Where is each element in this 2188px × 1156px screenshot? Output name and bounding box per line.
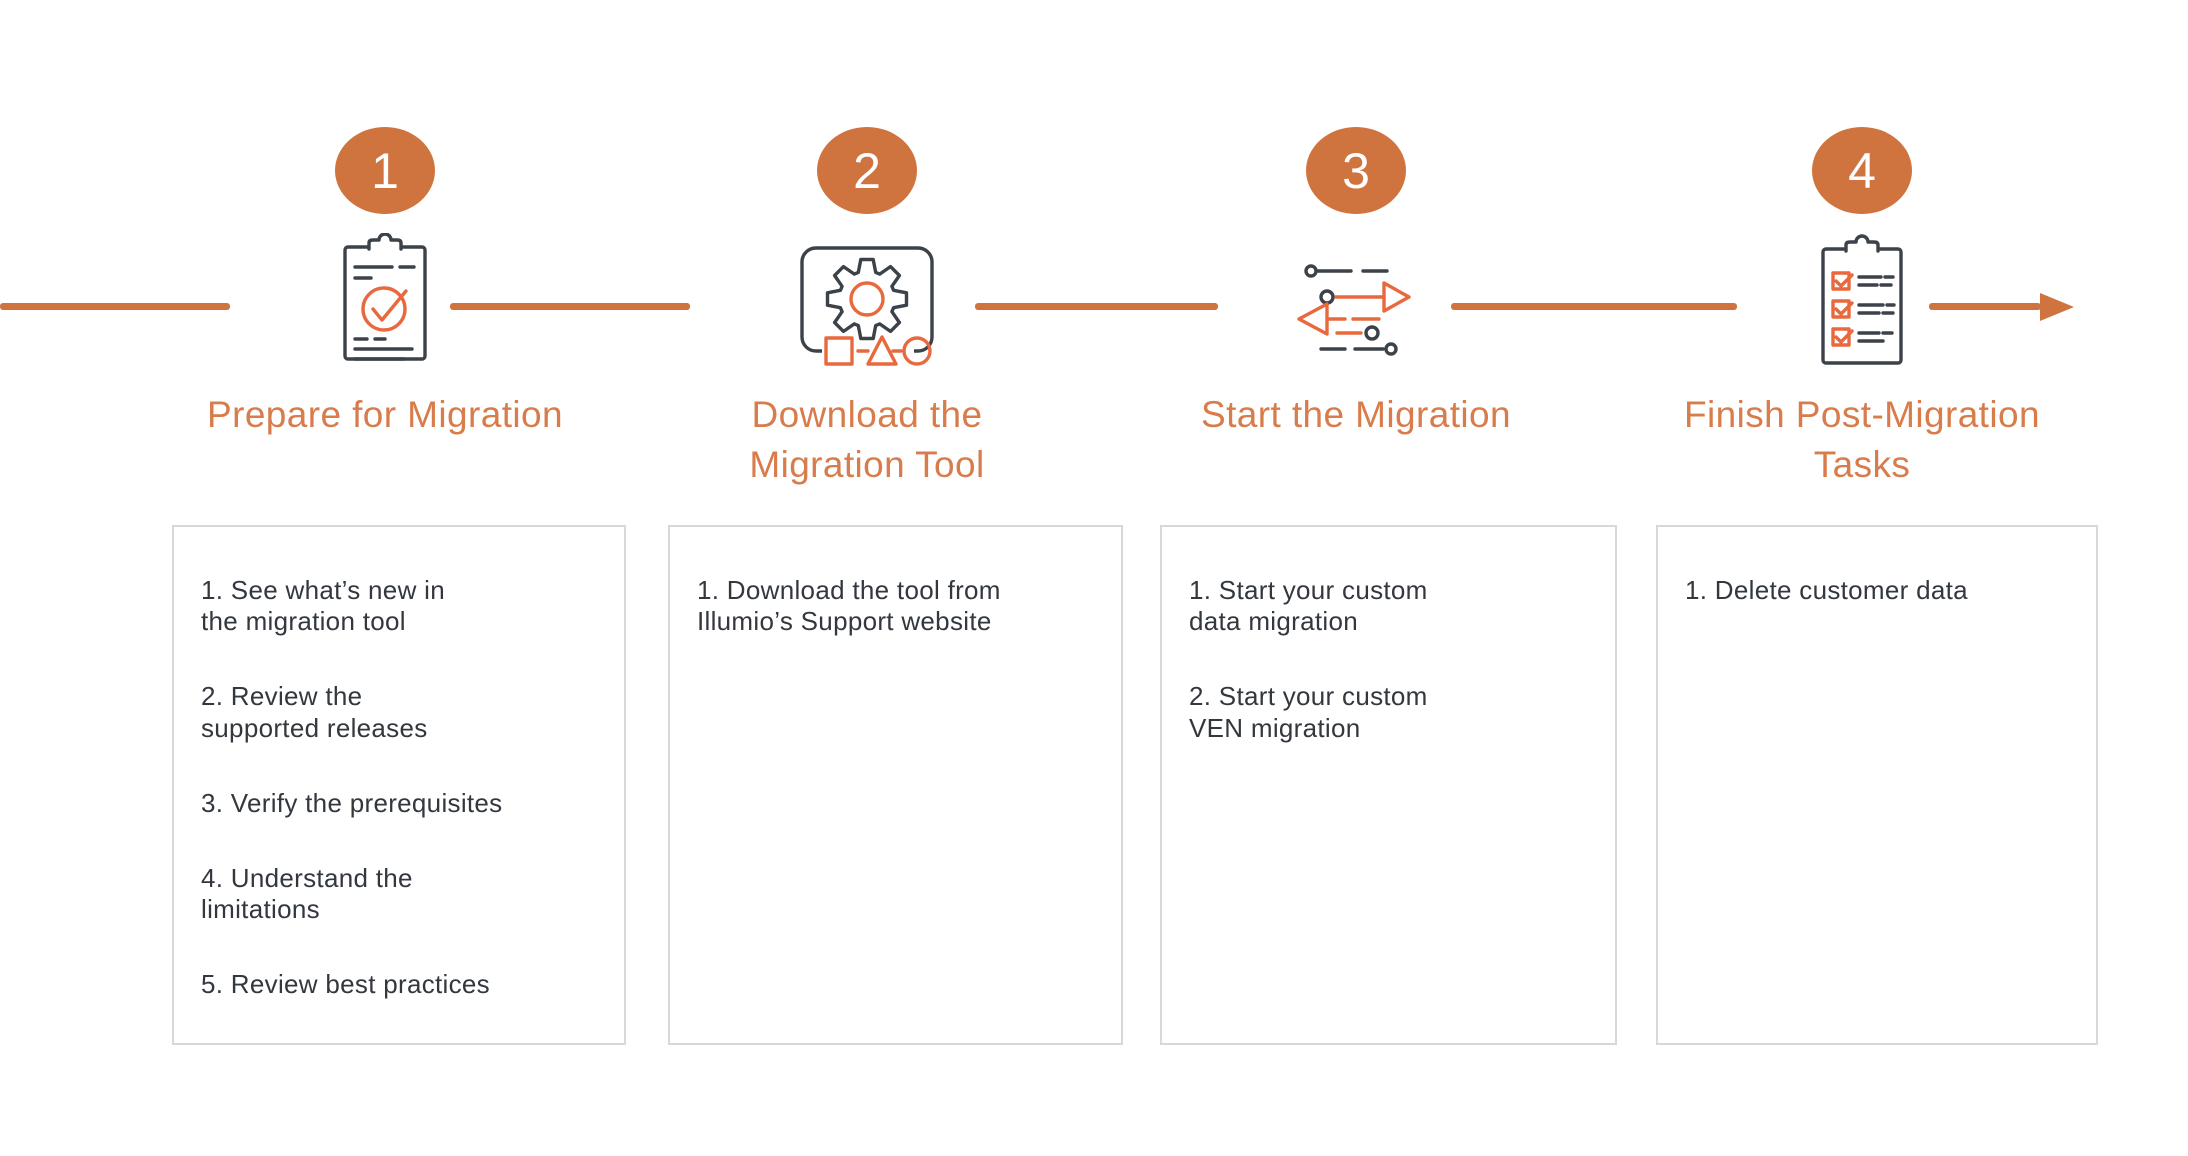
step-1-number-badge: 1 — [335, 127, 435, 214]
step-2-number-badge: 2 — [817, 127, 917, 214]
connector-line-segment-1 — [0, 303, 230, 310]
step-1-task-box: 1. See what’s new in the migration tool … — [172, 525, 626, 1045]
task-item: 3. Verify the prerequisites — [201, 787, 503, 818]
flow-arrowhead-icon — [2040, 293, 2074, 321]
step-3-task-box: 1. Start your custom data migration 2. S… — [1160, 525, 1617, 1045]
task-item: 1. See what’s new in the migration tool — [201, 575, 445, 637]
connector-line-segment-3 — [975, 303, 1218, 310]
gear-tool-icon — [800, 246, 934, 366]
task-item: 1. Download the tool from Illumio’s Supp… — [697, 575, 1001, 637]
task-item: 1. Start your custom data migration — [1189, 575, 1428, 637]
step-3-title: Start the Migration — [1201, 394, 1511, 435]
connector-line-segment-5 — [1929, 303, 2041, 310]
clipboard-check-icon — [343, 233, 427, 361]
step-4-title: Finish Post-Migration Tasks — [1684, 394, 2040, 486]
step-4-task-box: 1. Delete customer data — [1656, 525, 2098, 1045]
task-item: 2. Start your custom VEN migration — [1189, 681, 1428, 743]
task-item: 5. Review best practices — [201, 969, 490, 1000]
step-1-number: 1 — [371, 142, 399, 199]
task-item: 4. Understand the limitations — [201, 862, 413, 925]
step-3-number-badge: 3 — [1306, 127, 1406, 214]
step-1-title: Prepare for Migration — [207, 394, 563, 435]
connector-line-segment-2 — [450, 303, 690, 310]
step-2-number: 2 — [853, 142, 881, 199]
step-4-number: 4 — [1848, 142, 1876, 199]
step-2-title: Download the Migration Tool — [749, 394, 985, 486]
task-item: 1. Delete customer data — [1685, 575, 1968, 605]
connector-line-segment-4 — [1451, 303, 1737, 310]
checklist-icon — [1821, 234, 1903, 365]
data-transfer-arrows-icon — [1297, 264, 1411, 356]
step-4-number-badge: 4 — [1812, 127, 1912, 214]
step-3-number: 3 — [1342, 142, 1370, 199]
step-2-task-box: 1. Download the tool from Illumio’s Supp… — [668, 525, 1123, 1045]
task-item: 2. Review the supported releases — [201, 681, 428, 743]
